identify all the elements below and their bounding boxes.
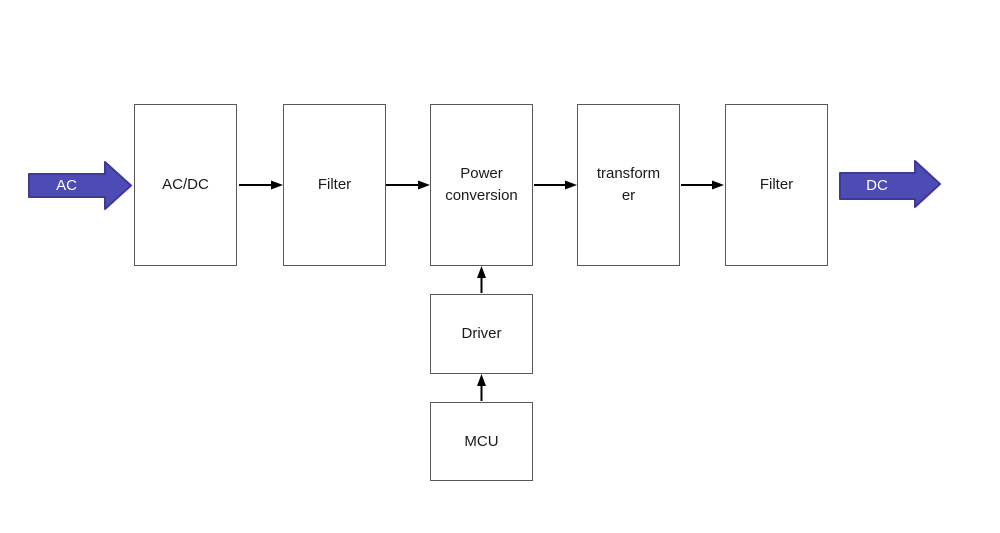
block-filter-2-label: Filter bbox=[759, 176, 794, 193]
block-mcu: MCU bbox=[430, 402, 533, 481]
transformer-line-1: transform bbox=[596, 165, 661, 182]
dc-output-arrow: DC bbox=[839, 160, 941, 208]
block-driver: Driver bbox=[430, 294, 533, 374]
dc-arrow-shape bbox=[839, 160, 941, 208]
block-ac-dc: AC/DC bbox=[134, 104, 237, 266]
block-filter-1-label: Filter bbox=[317, 176, 352, 193]
block-ac-dc-label: AC/DC bbox=[162, 176, 209, 193]
block-power-conversion-label: Power conversion bbox=[445, 165, 518, 204]
ac-input-arrow: AC bbox=[28, 161, 132, 210]
block-mcu-label: MCU bbox=[464, 432, 499, 450]
block-filter-1: Filter bbox=[283, 104, 386, 266]
block-power-conversion: Power conversion bbox=[430, 104, 533, 266]
transformer-line-2: er bbox=[621, 187, 636, 204]
block-filter-2: Filter bbox=[725, 104, 828, 266]
dc-output-label: DC bbox=[866, 177, 888, 194]
block-transformer-label: transform er bbox=[593, 163, 664, 207]
block-driver-label: Driver bbox=[461, 325, 502, 342]
ac-input-label: AC bbox=[56, 177, 77, 194]
block-transformer: transform er bbox=[577, 104, 680, 266]
ac-arrow-shape bbox=[28, 161, 132, 210]
